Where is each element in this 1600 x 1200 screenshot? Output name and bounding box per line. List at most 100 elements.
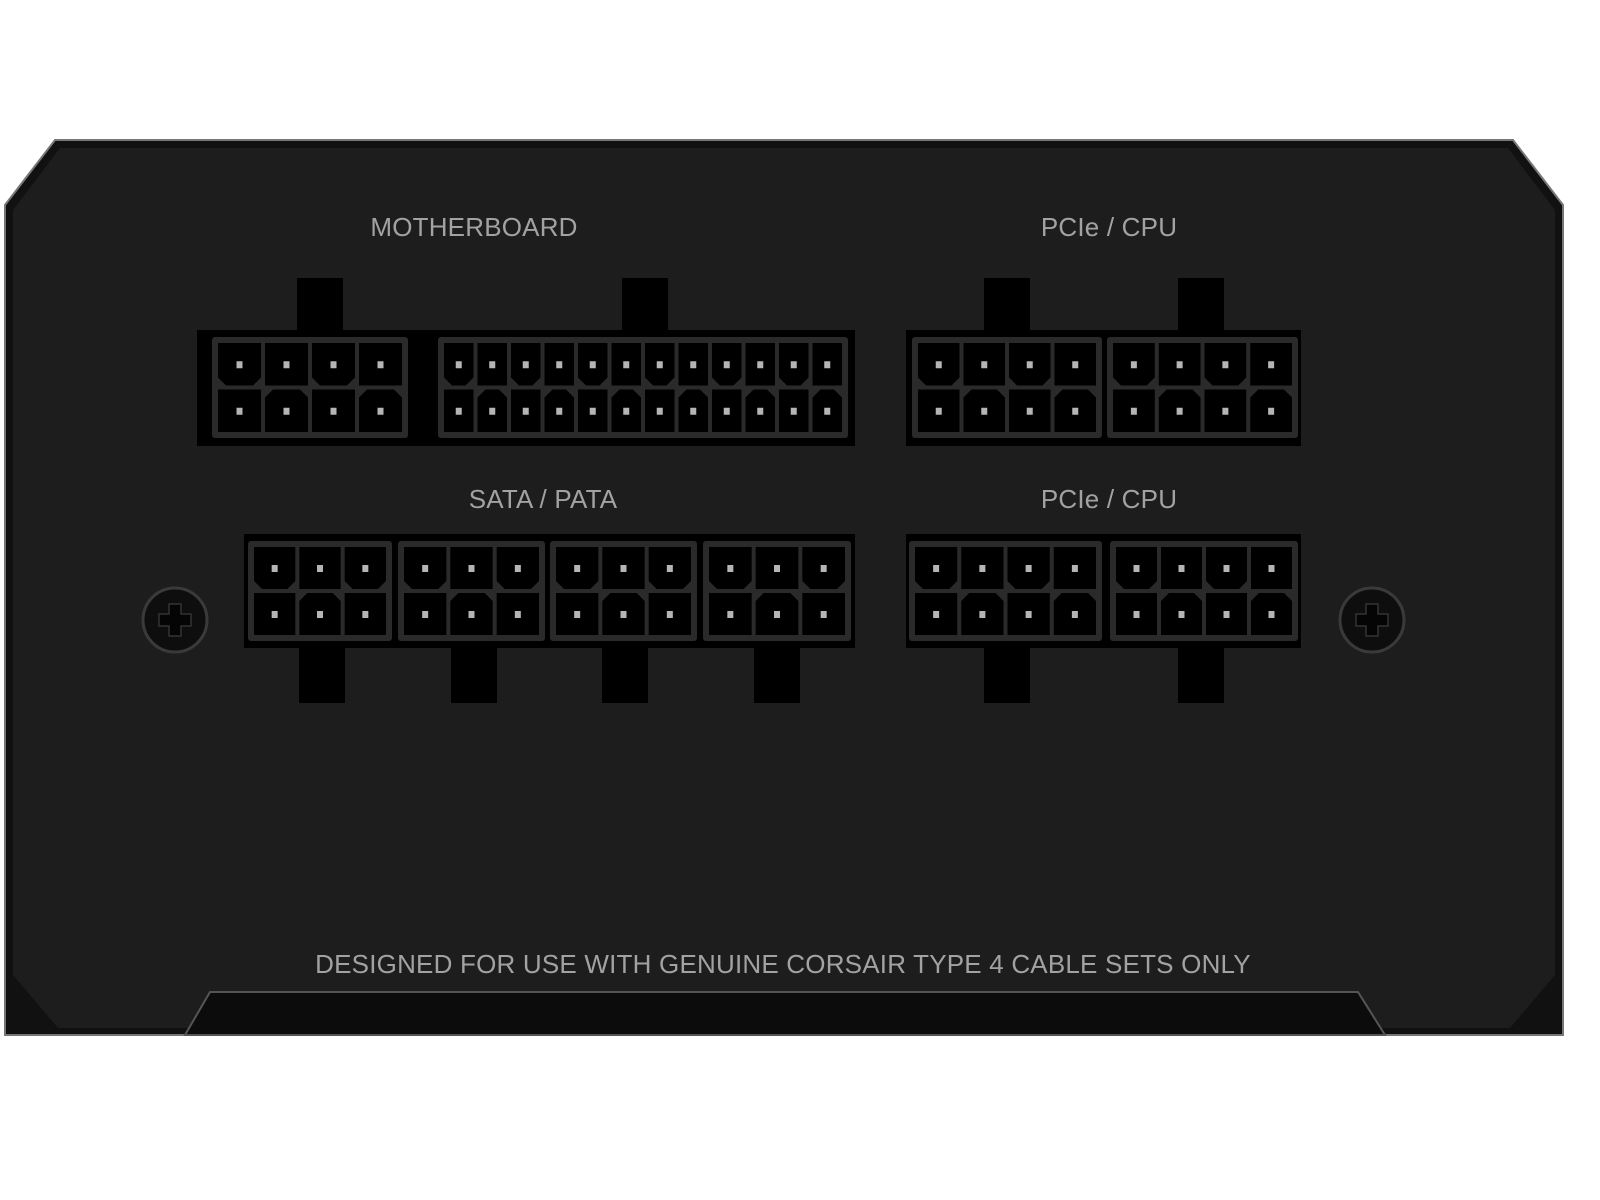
pin-contact bbox=[981, 407, 988, 415]
pin-contact bbox=[757, 361, 764, 369]
pin-contact bbox=[1130, 407, 1137, 415]
pin-contact bbox=[271, 611, 278, 618]
pin-contact bbox=[1178, 565, 1185, 572]
pin-contact bbox=[422, 565, 429, 572]
pin-contact bbox=[690, 407, 697, 415]
pin-contact bbox=[455, 407, 462, 415]
pin-contact bbox=[981, 361, 988, 369]
screw-left bbox=[141, 586, 209, 654]
pin-contact bbox=[522, 361, 529, 369]
pin-contact bbox=[236, 407, 243, 415]
pin-contact bbox=[283, 407, 290, 415]
pin-contact bbox=[1268, 565, 1275, 572]
pin-contact bbox=[1222, 361, 1229, 369]
pin-contact bbox=[1130, 361, 1137, 369]
pin-contact bbox=[723, 361, 730, 369]
pin-contact bbox=[574, 565, 581, 572]
pin-contact bbox=[933, 611, 940, 618]
pin-contact bbox=[236, 361, 243, 369]
pin-contact bbox=[377, 407, 384, 415]
pin-contact bbox=[824, 407, 831, 415]
pin-contact bbox=[727, 565, 734, 572]
latch-tab bbox=[622, 278, 668, 332]
latch-tab bbox=[297, 278, 343, 332]
pin-contact bbox=[556, 361, 563, 369]
pin-contact bbox=[271, 565, 278, 572]
pin-contact bbox=[666, 611, 673, 618]
pin-contact bbox=[656, 407, 663, 415]
label-cable-notice: DESIGNED FOR USE WITH GENUINE CORSAIR TY… bbox=[315, 949, 1251, 979]
pin-contact bbox=[556, 407, 563, 415]
pin-contact bbox=[489, 361, 496, 369]
pin-contact bbox=[935, 407, 942, 415]
pin-contact bbox=[623, 361, 630, 369]
pin-contact bbox=[820, 611, 827, 618]
pin-contact bbox=[362, 611, 369, 618]
label-pcie-cpu-bottom: PCIe / CPU bbox=[1040, 484, 1178, 514]
pin-contact bbox=[623, 407, 630, 415]
pin-contact bbox=[774, 611, 780, 618]
pin-contact bbox=[1268, 361, 1275, 369]
label-pcie-cpu-top: PCIe / CPU bbox=[1040, 212, 1178, 242]
pin-contact bbox=[1025, 565, 1032, 572]
pin-contact bbox=[317, 611, 323, 618]
pin-contact bbox=[589, 361, 596, 369]
pin-contact bbox=[757, 407, 764, 415]
pin-contact bbox=[723, 407, 730, 415]
pin-contact bbox=[283, 361, 290, 369]
pin-contact bbox=[979, 565, 986, 572]
pin-contact bbox=[1072, 361, 1079, 369]
pin-contact bbox=[1222, 407, 1229, 415]
pin-contact bbox=[1133, 611, 1140, 618]
pin-contact bbox=[1223, 565, 1230, 572]
pin-contact bbox=[1223, 611, 1230, 618]
latch-tab bbox=[299, 648, 345, 703]
pin-contact bbox=[690, 361, 697, 369]
pin-contact bbox=[790, 361, 797, 369]
pin-contact bbox=[620, 611, 627, 618]
pin-contact bbox=[1025, 611, 1032, 618]
pin-contact bbox=[1026, 361, 1033, 369]
pin-contact bbox=[330, 407, 337, 415]
latch-tab bbox=[1178, 648, 1224, 703]
pin-contact bbox=[514, 611, 521, 618]
pin-contact bbox=[1133, 565, 1140, 572]
pin-contact bbox=[468, 565, 475, 572]
pin-contact bbox=[1026, 407, 1033, 415]
pin-contact bbox=[1071, 611, 1078, 618]
pin-contact bbox=[1268, 611, 1275, 618]
label-motherboard: MOTHERBOARD bbox=[370, 212, 578, 242]
pin-contact bbox=[589, 407, 596, 415]
pin-contact bbox=[574, 611, 581, 618]
pin-contact bbox=[1176, 361, 1183, 369]
phillips-cross-icon bbox=[1355, 603, 1389, 637]
latch-tab bbox=[984, 648, 1030, 703]
pin-contact bbox=[979, 611, 986, 618]
pin-contact bbox=[1071, 565, 1078, 572]
latch-tab bbox=[451, 648, 497, 703]
screw-right bbox=[1338, 586, 1406, 654]
pin-contact bbox=[620, 565, 627, 572]
bottom-lip bbox=[183, 991, 1387, 1036]
pin-contact bbox=[362, 565, 369, 572]
pin-contact bbox=[727, 611, 734, 618]
pin-contact bbox=[489, 407, 496, 415]
label-sata-pata: SATA / PATA bbox=[468, 484, 618, 514]
pin-contact bbox=[790, 407, 797, 415]
pin-contact bbox=[824, 361, 831, 369]
pin-contact bbox=[1178, 611, 1185, 618]
pin-contact bbox=[774, 565, 780, 572]
latch-tab bbox=[754, 648, 800, 703]
pin-contact bbox=[317, 565, 323, 572]
pin-contact bbox=[522, 407, 529, 415]
pin-contact bbox=[330, 361, 337, 369]
pin-contact bbox=[514, 565, 521, 572]
pin-contact bbox=[422, 611, 429, 618]
pin-contact bbox=[666, 565, 673, 572]
latch-tab bbox=[984, 278, 1030, 332]
pin-contact bbox=[455, 361, 462, 369]
pin-contact bbox=[935, 361, 942, 369]
pin-contact bbox=[377, 361, 384, 369]
pin-contact bbox=[1268, 407, 1275, 415]
latch-tab bbox=[1178, 278, 1224, 332]
